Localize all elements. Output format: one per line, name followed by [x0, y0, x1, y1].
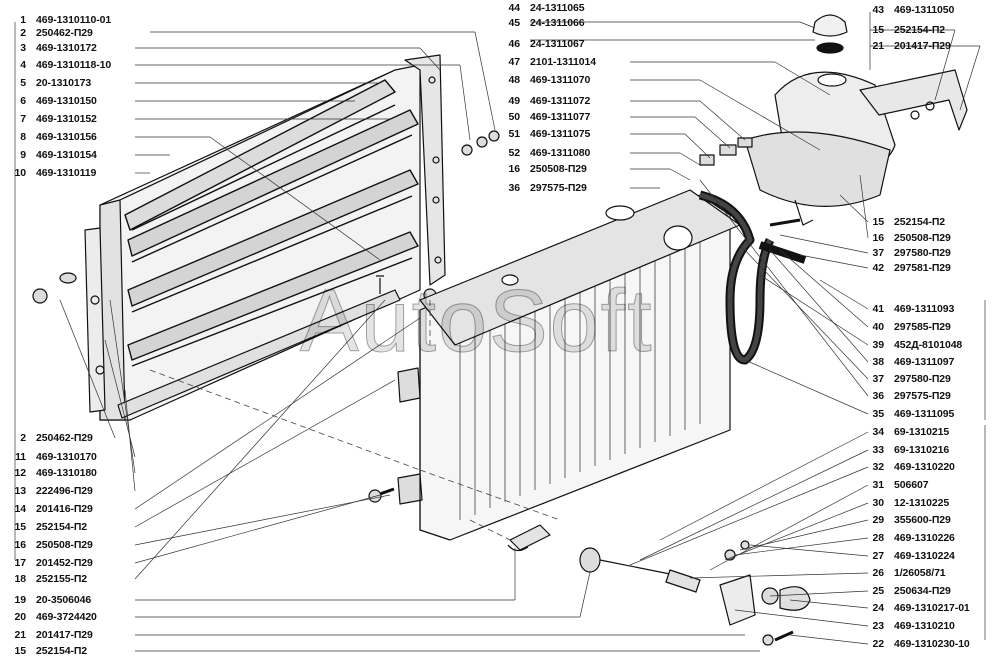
alignment-lines: [149, 300, 561, 541]
watermark: AutoSoft: [300, 271, 654, 371]
hoses: [698, 137, 807, 365]
expansion-tank: [744, 14, 968, 226]
radiator-shutter-frame: [84, 54, 446, 421]
leader-lines: [14, 12, 986, 652]
radiator: [397, 189, 741, 541]
drain-valve-assembly: [368, 487, 811, 646]
shutter-slats: [124, 79, 419, 367]
